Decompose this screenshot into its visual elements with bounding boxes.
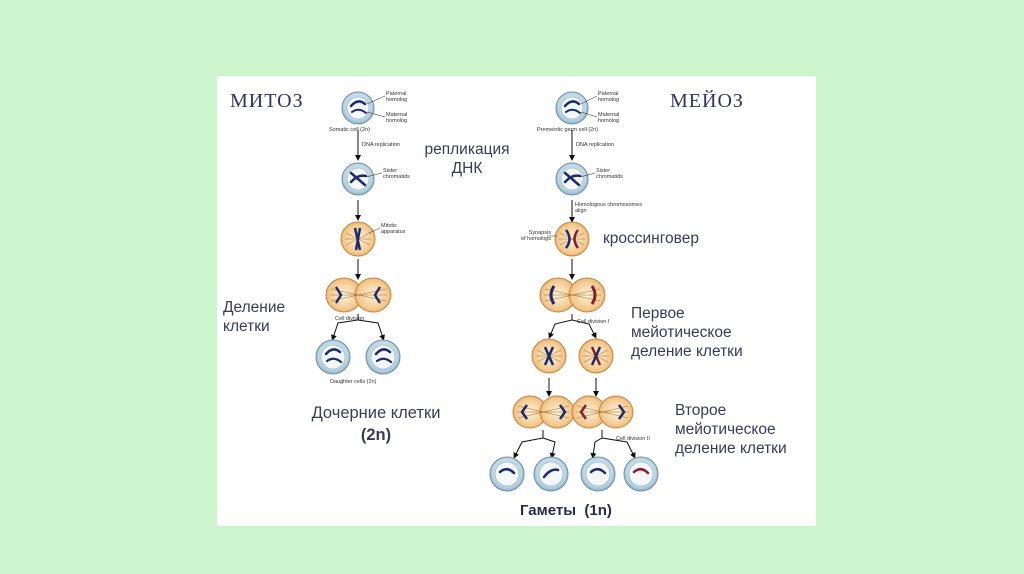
cell-division-label-line2: клетки — [223, 318, 270, 335]
sister-chromatids-label-right: Sister chromatids — [596, 168, 623, 180]
daughter-cells-n: (2n) — [360, 426, 392, 444]
maternal-right-line1: Maternal — [598, 112, 620, 118]
second-meiotic-line1: Второе — [675, 402, 727, 419]
maternal-line2: homolog — [386, 118, 408, 124]
synapsis-cell — [547, 221, 590, 257]
diagram-panel: МИТОЗ МЕЙОЗ репликация ДНК кроссинговер … — [217, 76, 816, 526]
mitotic-line1: Mitotic — [381, 223, 397, 229]
cell-division-ii-label: Cell division II — [616, 436, 650, 442]
mitotic-apparatus-cell — [340, 221, 381, 257]
synapsis-line2: of homologs — [521, 236, 551, 242]
mitotic-line2: apparatus — [381, 229, 406, 235]
paternal-right-line2: homolog — [598, 97, 620, 103]
replication-label: репликация ДНК — [422, 140, 512, 178]
sister-chromatids-label-left: Sister chromatids — [383, 168, 410, 180]
meiosis-ii-cell-2 — [571, 395, 634, 429]
sister-left-line1: Sister — [383, 168, 398, 174]
premeiotic-cell-label: Premeiotic germ cell (2n) — [537, 127, 599, 133]
paternal-line1: Paternal — [386, 91, 407, 97]
first-meiotic-line3: деление клетки — [631, 343, 743, 360]
second-meiotic-line2: мейотическое — [675, 421, 776, 438]
meiosis-ii-cell-1 — [512, 395, 575, 429]
second-meiotic-line3: деление клетки — [675, 440, 787, 457]
daughter-cell-2 — [365, 339, 401, 375]
first-meiotic-line2: мейотическое — [631, 324, 732, 341]
somatic-cell-label: Somatic cell (2n) — [329, 127, 370, 133]
dna-replication-label-left: DNA replication — [362, 142, 400, 148]
cell-division-en-label: Cell division — [335, 316, 365, 322]
homologous-line1: Homologous chromosomes — [575, 202, 642, 208]
first-meiotic-line1: Первое — [631, 305, 685, 322]
gametes-label: Гаметы (1n) — [520, 502, 612, 519]
gamete-1 — [489, 456, 525, 492]
somatic-cell — [341, 91, 386, 125]
paternal-homolog-label-right: Paternal homolog — [598, 91, 619, 103]
cell-diagram — [315, 91, 659, 492]
replicated-cell-right — [555, 162, 596, 196]
synapsis-line1: Synapsis — [528, 230, 551, 236]
paternal-homolog-label-left: Paternal homolog — [386, 91, 407, 103]
replication-label-line1: репликация — [424, 141, 510, 158]
second-meiotic-division-label: Второе мейотическое деление клетки — [675, 401, 787, 458]
premeiotic-cell — [555, 91, 598, 125]
maternal-line1: Maternal — [386, 112, 408, 118]
maternal-right-line2: homolog — [598, 118, 620, 124]
meiosis-i-daughter-2 — [578, 338, 614, 374]
daughter-cell-1 — [315, 339, 351, 375]
mitosis-title: МИТОЗ — [230, 90, 304, 112]
synapsis-label: Synapsis of homologs — [515, 230, 551, 242]
paternal-right-line1: Paternal — [598, 91, 619, 97]
sister-left-line2: chromatids — [383, 174, 410, 180]
gamete-4 — [623, 456, 659, 492]
cell-division-i-label: Cell division I — [577, 319, 610, 325]
cell-division-label-line1: Деление — [223, 299, 286, 316]
mitosis-column — [315, 91, 401, 375]
gamete-3 — [580, 456, 616, 492]
meiosis-i-daughter-1 — [531, 338, 567, 374]
mitotic-apparatus-label: Mitotic apparatus — [381, 223, 405, 235]
sister-right-line2: chromatids — [596, 174, 623, 180]
daughter-cells-label: Дочерние клетки (2n) — [291, 404, 461, 445]
paternal-line2: homolog — [386, 97, 408, 103]
daughter-cells-en-label: Daughter cells (2n) — [330, 379, 377, 385]
meiosis-i-cell — [539, 277, 606, 313]
meiosis-title: МЕЙОЗ — [670, 90, 744, 112]
homologous-align-label: Homologous chromosomes align — [575, 202, 642, 214]
cell-division-label: Деление клетки — [223, 298, 285, 336]
maternal-homolog-label-left: Maternal homolog — [386, 112, 407, 124]
sister-right-line1: Sister — [596, 168, 611, 174]
maternal-homolog-label-right: Maternal homolog — [598, 112, 619, 124]
meiosis-column — [489, 91, 659, 492]
crossingover-label: кроссинговер — [603, 230, 699, 247]
gamete-2 — [533, 456, 569, 492]
dividing-cell-left — [325, 277, 392, 313]
replication-label-line2: ДНК — [451, 160, 483, 177]
dna-replication-label-right: DNA replication — [576, 142, 614, 148]
replicated-cell-left — [341, 162, 383, 196]
homologous-line2: align — [575, 208, 587, 214]
daughter-cells-line1: Дочерние клетки — [311, 404, 441, 422]
first-meiotic-division-label: Первое мейотическое деление клетки — [631, 304, 743, 361]
